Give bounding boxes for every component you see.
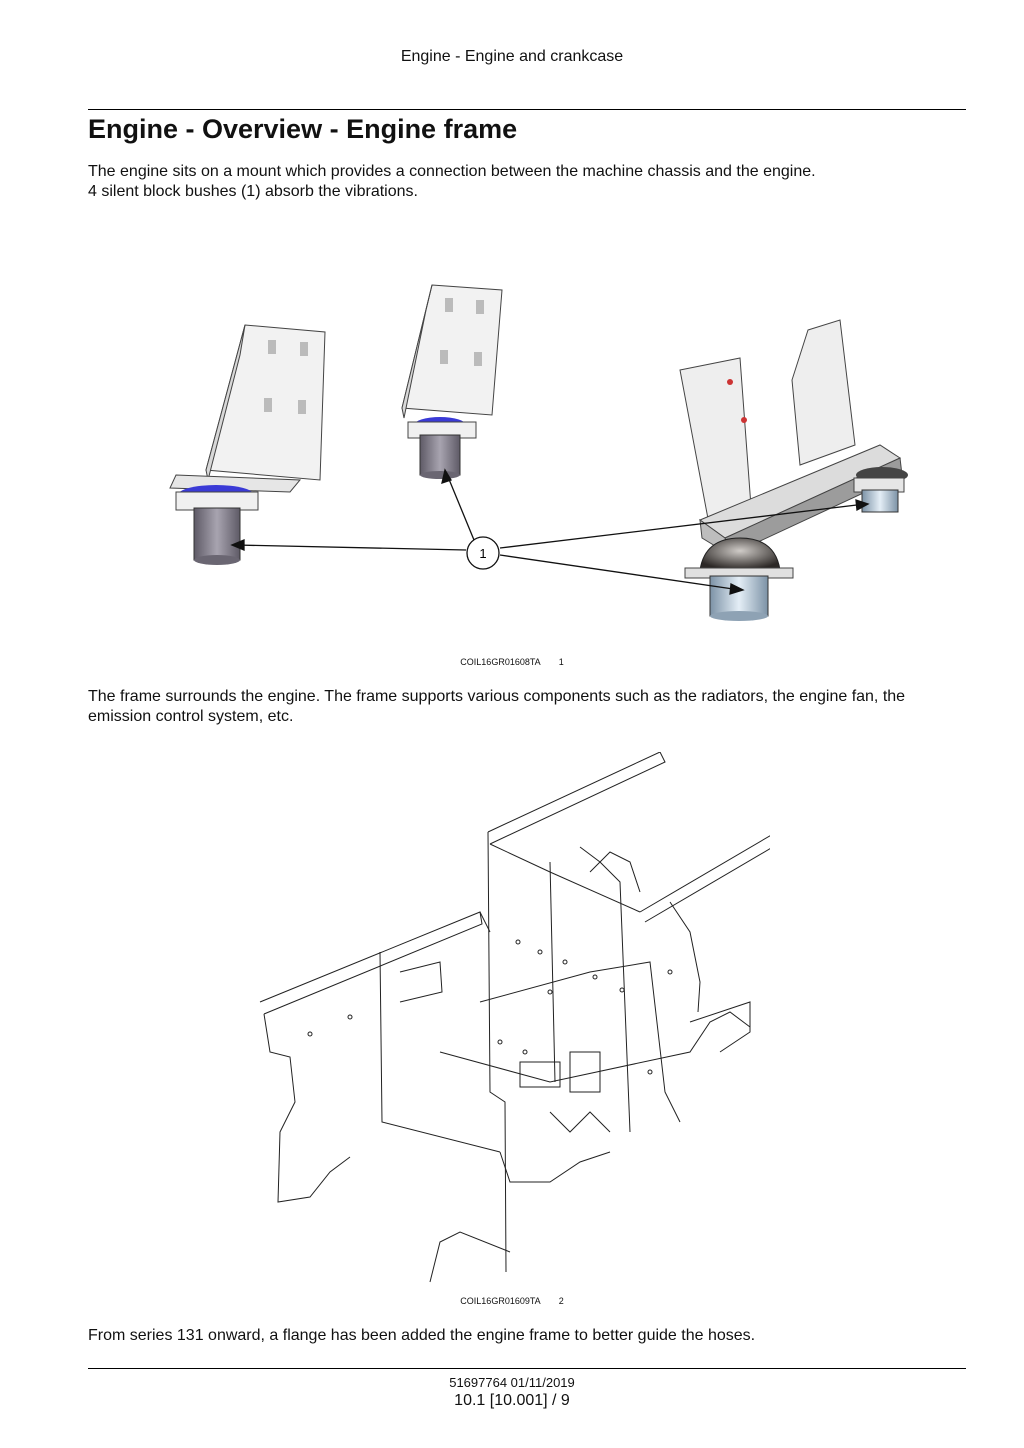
frame-paragraph: The frame surrounds the engine. The fram…	[88, 687, 968, 727]
intro-line: The engine sits on a mount which provide…	[88, 163, 816, 180]
callout-label: 1	[479, 546, 486, 561]
right-mount-assembly	[679, 319, 908, 621]
page-title: Engine - Overview - Engine frame	[88, 114, 518, 144]
figure-code: COIL16GR01608TA	[460, 657, 541, 667]
figure-caption: COIL16GR01609TA 2	[0, 1296, 1024, 1306]
intro-line: 4 silent block bushes (1) absorb the vib…	[88, 183, 418, 200]
footer-divider	[88, 1368, 966, 1369]
intro-paragraph: The engine sits on a mount which provide…	[88, 162, 968, 202]
engine-frame-figure	[259, 752, 770, 1283]
figure-number: 1	[558, 657, 564, 667]
page-reference: 10.1 [10.001] / 9	[454, 1392, 570, 1409]
header-divider	[88, 109, 966, 110]
engine-mount-figure: 1	[169, 284, 908, 621]
callout-circle	[466, 536, 500, 570]
figure-code: COIL16GR01609TA	[460, 1296, 541, 1306]
frame-line: The frame surrounds the engine. The fram…	[88, 688, 906, 705]
document-code: 51697764 01/11/2019	[449, 1375, 575, 1390]
frame-line: emission control system, etc.	[88, 708, 294, 725]
closing-paragraph: From series 131 onward, a flange has bee…	[88, 1327, 756, 1344]
running-header: Engine - Engine and crankcase	[400, 48, 624, 65]
left-mount-bracket	[169, 324, 326, 565]
middle-mount-bracket	[401, 284, 503, 479]
figure-number: 2	[558, 1296, 564, 1306]
figure-caption: COIL16GR01608TA 1	[0, 657, 1024, 667]
callout-leaders	[230, 468, 870, 595]
